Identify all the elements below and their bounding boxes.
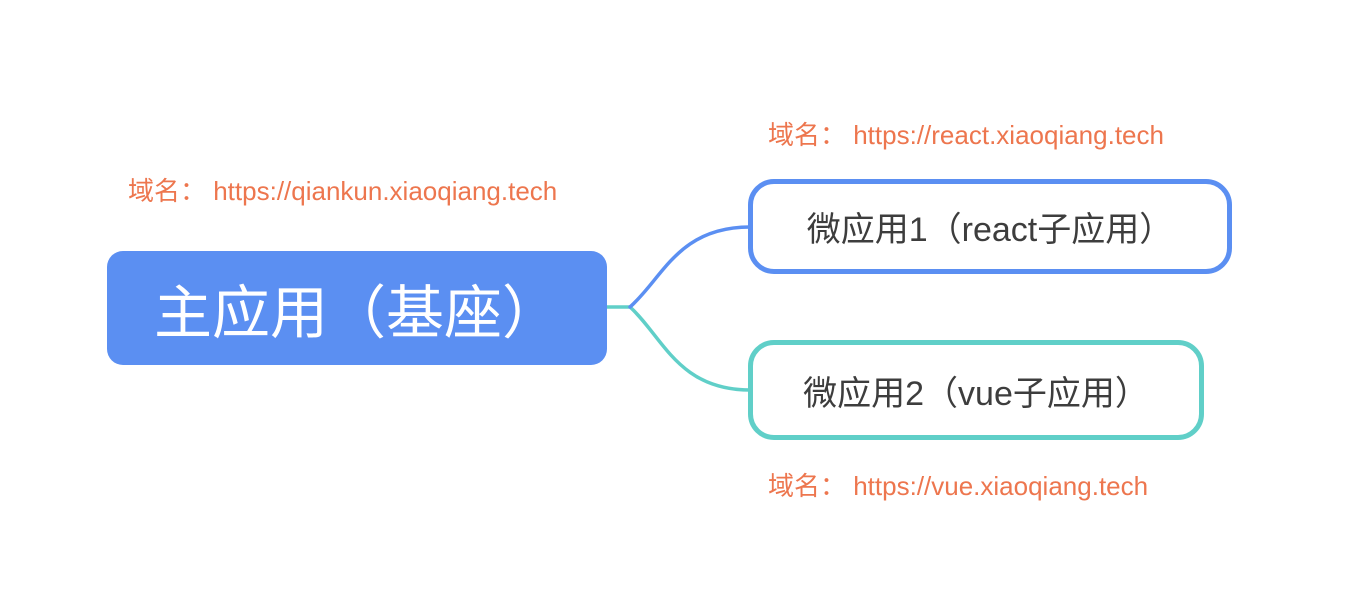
connector-vue-branch: [605, 305, 752, 392]
node-main-app-label: 主应用（基座）: [153, 281, 560, 346]
node-micro-app-vue-label: 微应用2（vue子应用）: [803, 374, 1149, 413]
node-main-app[interactable]: 主应用（基座）: [107, 251, 607, 365]
node-micro-app-vue[interactable]: 微应用2（vue子应用）: [748, 340, 1204, 440]
node-micro-app-react-label: 微应用1（react子应用）: [806, 211, 1174, 249]
node-micro-app-react[interactable]: 微应用1（react子应用）: [748, 179, 1232, 274]
domain-label-main-app[interactable]: 域名： https://qiankun.xiaoqiang.tech: [128, 176, 558, 206]
domain-label-react-app[interactable]: 域名： https://react.xiaoqiang.tech: [768, 120, 1164, 150]
connector-react-branch: [628, 225, 752, 309]
domain-label-vue-app[interactable]: 域名： https://vue.xiaoqiang.tech: [768, 471, 1149, 501]
